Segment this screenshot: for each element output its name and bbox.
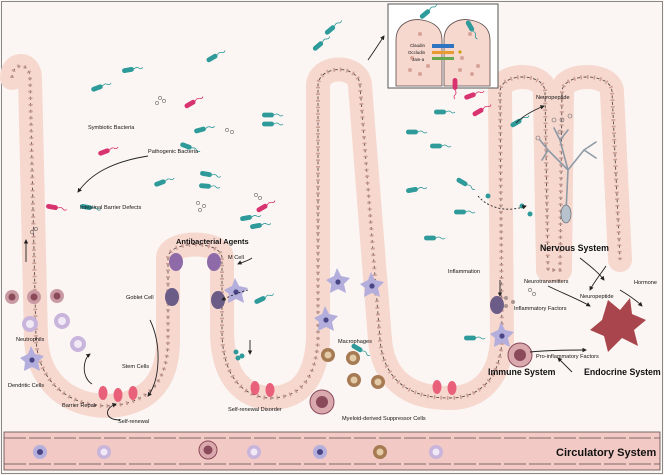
- label-neuropeptide-top: Neuropeptide: [536, 95, 570, 101]
- label-claudin: Claudin: [410, 43, 425, 48]
- label-intestinal-barrier-defects: Intestinal Barrier Defects: [80, 205, 142, 211]
- label-symbiotic-bacteria: Symbiotic Bacteria: [88, 125, 135, 131]
- label-stem-cells: Stem Cells: [122, 364, 150, 370]
- m-cells: [169, 253, 221, 271]
- label-jam-a: Jam-a: [412, 57, 425, 62]
- label-circulatory-system: Circulatory System: [556, 447, 657, 459]
- stem-cells: [98, 380, 457, 402]
- intestinal-epithelium: [0, 54, 632, 418]
- label-occludin: Occludin: [408, 50, 426, 55]
- label-neuropeptide-right: Neuropeptide: [580, 294, 614, 300]
- dashed-arrows: [221, 195, 527, 301]
- red-cells-left: [5, 289, 64, 304]
- label-hormone: Hormone: [634, 280, 658, 286]
- arrows: [23, 35, 643, 421]
- label-endocrine-system: Endocrine System: [584, 367, 661, 377]
- small-particles: [30, 96, 573, 296]
- label-immune-system: Immune System: [488, 367, 556, 377]
- label-self-renewal: Self-renewal: [118, 419, 150, 425]
- label-macrophages: Macrophages: [338, 339, 372, 345]
- label-mdsc: Myeloid-derived Suppressor Cells: [342, 416, 426, 422]
- label-nervous-system: Nervous System: [540, 243, 609, 253]
- mdsc-cell: [309, 389, 335, 415]
- label-goblet-cell: Goblet Cell: [126, 295, 154, 301]
- goblet-cells: [165, 288, 504, 314]
- neuron-icon: [539, 127, 597, 224]
- label-antibacterial-agents: Antibacterial Agents: [176, 237, 249, 246]
- neutrophil-cells: [22, 313, 86, 352]
- endocrine-gland-icon: [590, 298, 646, 352]
- macrophage-cells: [321, 348, 385, 389]
- label-neurotransmitters: Neurotransmitters: [524, 279, 569, 285]
- label-pathogenic-bacteria: Pathogenic Bacteria: [148, 149, 199, 155]
- label-neutrophils: Neutrophils: [16, 337, 45, 343]
- inflammatory-particles: [504, 296, 515, 308]
- dendritic-cell-icon: [20, 268, 514, 371]
- antibody-particles: [233, 193, 533, 361]
- label-inflammatory-factors: Inflammatory Factors: [514, 306, 567, 312]
- immune-system-cell: [507, 342, 533, 368]
- label-dendritic-cells: Dendritic Cells: [8, 383, 45, 389]
- label-barrier-repair: Barrier Repair: [62, 403, 97, 409]
- label-inflammation: Inflammation: [448, 269, 481, 275]
- label-pro-inflammatory-factors: Pro-inflammatory Factors: [536, 354, 599, 360]
- blood-vessel: [3, 431, 661, 471]
- tight-junction-inset: [387, 2, 499, 100]
- label-m-cell: M Cell: [228, 255, 244, 261]
- label-self-renewal-disorder: Self-renewal Disorder: [228, 407, 282, 413]
